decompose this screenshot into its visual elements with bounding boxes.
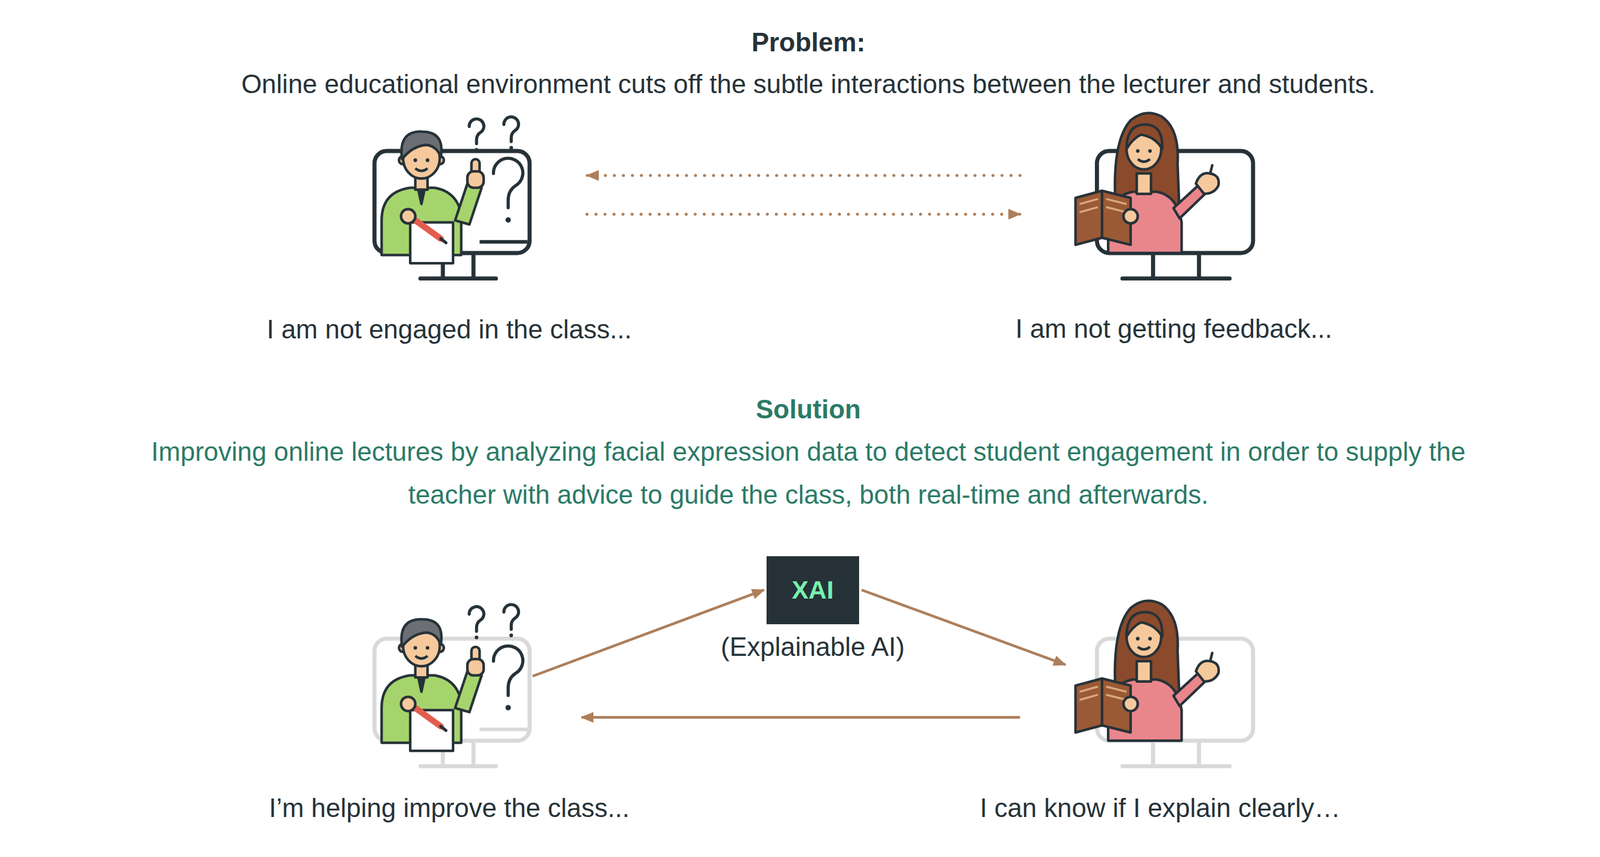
student-figure: I’m helping improve the class... (369, 600, 533, 773)
arrow-connector (581, 716, 1020, 720)
figure-caption: I can know if I explain clearly… (979, 792, 1341, 825)
arrow-connector (586, 173, 1020, 177)
student-figure: I am not engaged in the class... (369, 112, 533, 283)
lecturer-figure: I can know if I explain clearly… (1071, 589, 1258, 773)
box-label: XAI (791, 575, 834, 606)
arrow-connector (586, 212, 1020, 216)
xai-box: XAI(Explainable AI) (766, 556, 860, 626)
problem-statement: Online educational environment cuts off … (32, 68, 1585, 100)
student-illustration (381, 604, 523, 752)
figure-caption: I’m helping improve the class... (268, 792, 630, 825)
section-heading: Solution (539, 393, 1078, 426)
section-heading: Problem: (539, 26, 1078, 58)
figure-caption: I am not engaged in the class... (266, 314, 633, 346)
figure-caption: I am not getting feedback... (1015, 313, 1333, 346)
solution-statement: Improving online lectures by analyzing f… (139, 430, 1478, 517)
lecturer-figure: I am not getting feedback... (1071, 102, 1258, 283)
lecturer-illustration (1075, 112, 1219, 254)
lecturer-illustration (1075, 601, 1219, 742)
box-sublabel: (Explainable AI) (720, 631, 905, 664)
student-illustration (381, 117, 523, 264)
